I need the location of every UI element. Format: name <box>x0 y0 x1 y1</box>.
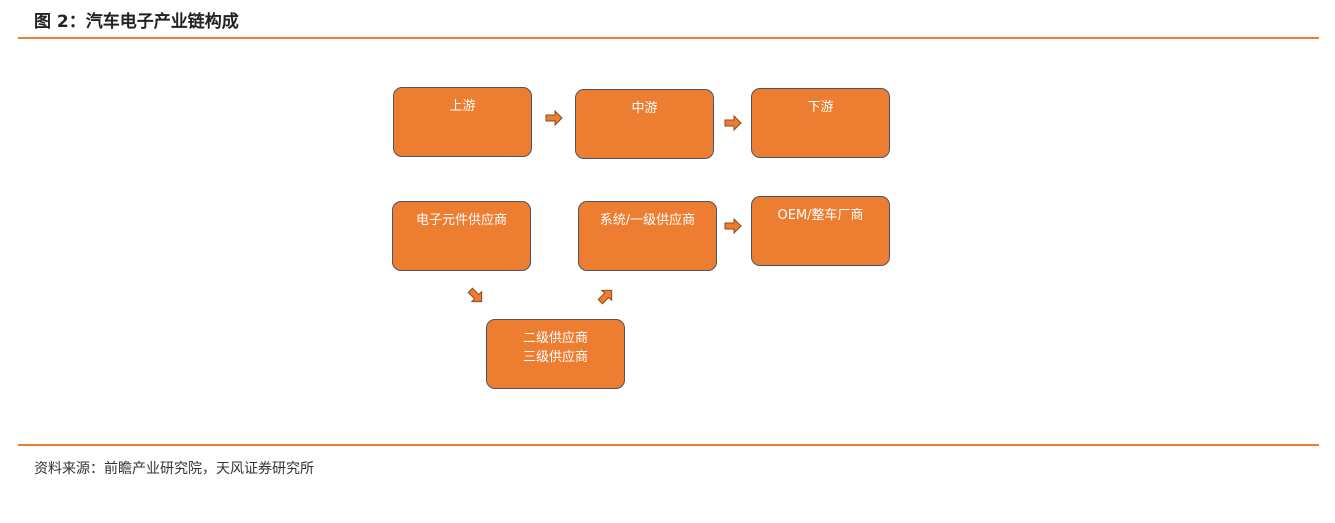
arrow-down-right-icon <box>467 287 483 303</box>
node-downstream: 下游 <box>751 88 890 158</box>
node-label-line2: 三级供应商 <box>522 350 588 365</box>
arrow-right-icon <box>545 109 563 127</box>
node-oem-automakers: OEM/整车厂商 <box>751 196 890 266</box>
node-label: 中游 <box>631 101 658 116</box>
node-tier2-tier3-suppliers: 二级供应商 三级供应商 <box>486 319 625 389</box>
node-label-line1: 二级供应商 <box>522 331 588 346</box>
source-divider <box>18 444 1319 446</box>
node-label: 系统/一级供应商 <box>599 213 696 228</box>
node-upstream: 上游 <box>393 87 532 157</box>
source-note: 资料来源：前瞻产业研究院，天风证券研究所 <box>34 461 314 477</box>
node-label: 下游 <box>807 100 834 115</box>
figure-title: 图 2：汽车电子产业链构成 <box>34 12 239 32</box>
node-system-tier1-suppliers: 系统/一级供应商 <box>578 201 717 271</box>
node-electronic-component-suppliers: 电子元件供应商 <box>392 201 531 271</box>
node-midstream: 中游 <box>575 89 714 159</box>
arrow-right-icon <box>724 114 742 132</box>
title-divider <box>18 37 1319 39</box>
arrow-up-right-icon <box>597 289 613 305</box>
arrow-right-icon <box>724 217 742 235</box>
node-label: 上游 <box>449 99 476 114</box>
node-label: OEM/整车厂商 <box>777 208 864 223</box>
node-label: 电子元件供应商 <box>415 213 507 228</box>
